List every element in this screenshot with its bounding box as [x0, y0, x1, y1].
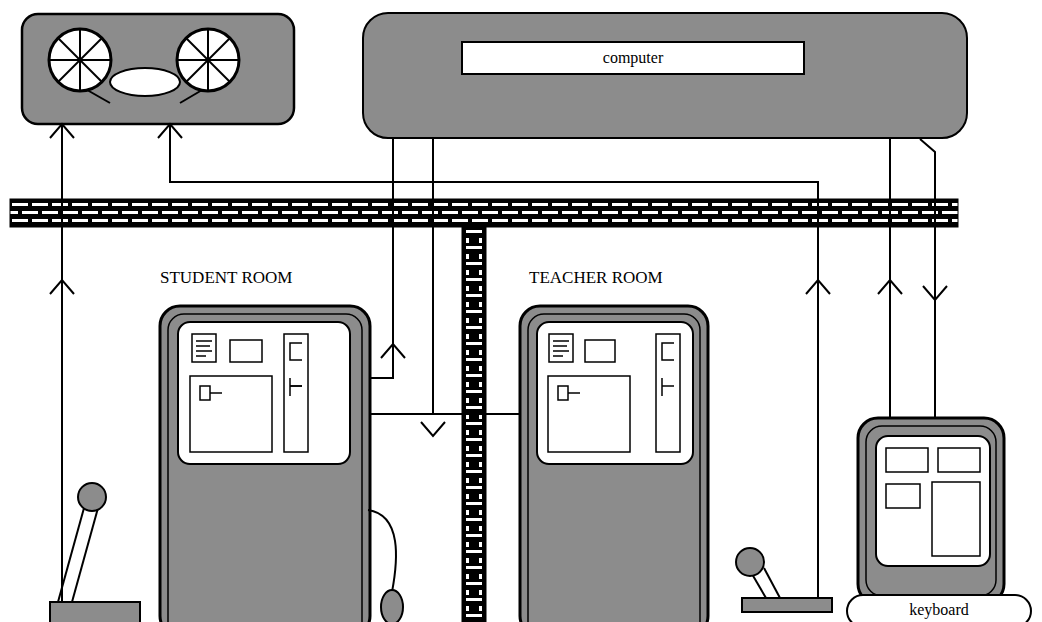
- node-text: keyboard: [909, 601, 969, 619]
- microphone: [50, 483, 140, 622]
- node-text: computer: [461, 41, 805, 75]
- teacher-monitor: [858, 418, 1004, 604]
- room-label: TEACHER ROOM: [527, 268, 665, 288]
- keyboard-box: keyboard: [846, 594, 1032, 622]
- student-terminal: [160, 306, 403, 622]
- microphone: [736, 548, 832, 612]
- tape-recorder: [22, 14, 294, 124]
- wall: [10, 199, 958, 227]
- teacher-terminal: [520, 306, 708, 622]
- room-label: STUDENT ROOM: [158, 268, 294, 288]
- wall: [462, 227, 486, 622]
- computer-box: computer: [362, 12, 968, 139]
